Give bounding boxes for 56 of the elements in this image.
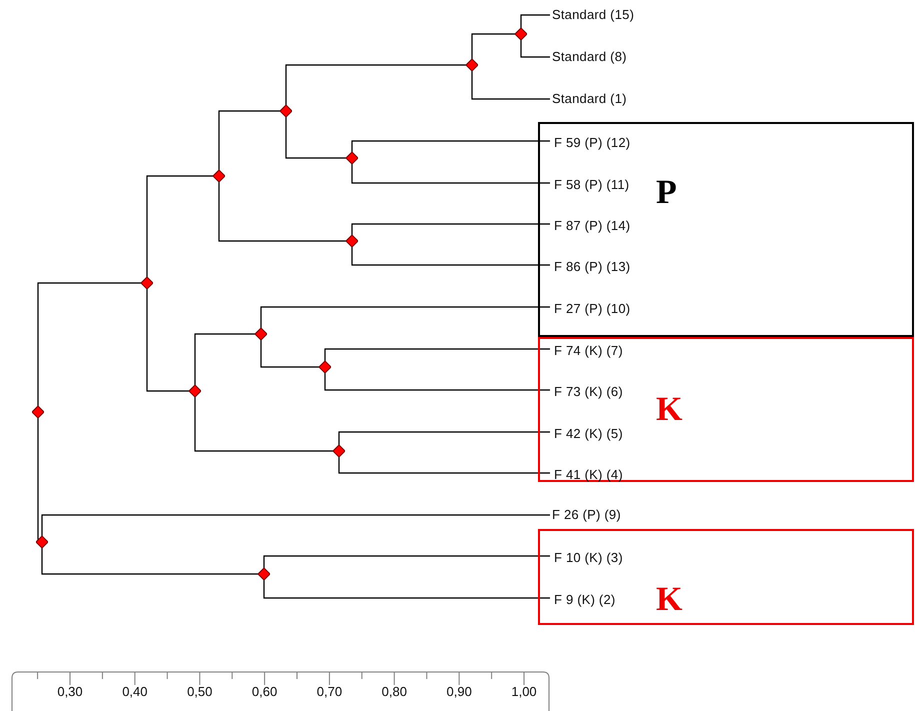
sample-label: F 58 (P) (11) xyxy=(554,177,630,193)
dendrogram-branch xyxy=(41,514,550,536)
dendrogram-branch xyxy=(218,110,280,170)
dendrogram-branch xyxy=(324,348,550,361)
dendrogram-branch xyxy=(285,64,466,105)
sample-label: Standard (8) xyxy=(552,49,627,65)
dendrogram-branch xyxy=(338,457,550,474)
sample-label: F 27 (P) (10) xyxy=(554,301,630,317)
dendrogram-branch xyxy=(194,397,333,452)
dendrogram-branch xyxy=(324,373,550,391)
sample-label: Standard (15) xyxy=(552,7,634,23)
axis-tick-label: 0,30 xyxy=(57,684,83,700)
sample-label: F 86 (P) (13) xyxy=(554,259,630,275)
dendrogram-branch xyxy=(351,247,550,266)
dendrogram-branch xyxy=(260,306,550,328)
sample-label: F 26 (P) (9) xyxy=(552,507,621,523)
dendrogram-branch xyxy=(338,431,550,445)
axis-tick-label: 0,70 xyxy=(316,684,342,700)
sample-label: F 9 (K) (2) xyxy=(554,592,616,608)
dendrogram-branch xyxy=(351,140,550,152)
group-letter: K xyxy=(656,393,682,427)
dendrogram-branch xyxy=(146,289,189,392)
group-frame xyxy=(538,122,914,337)
axis-tick-label: 0,40 xyxy=(122,684,148,700)
dendrogram-branch xyxy=(471,33,515,59)
dendrogram-branch xyxy=(520,40,550,58)
dendrogram-branch xyxy=(285,117,346,159)
group-letter: P xyxy=(656,176,677,210)
dendrogram-branch xyxy=(41,548,258,575)
group-letter: K xyxy=(656,583,682,617)
axis-tick-label: 0,50 xyxy=(187,684,212,700)
sample-label: F 10 (K) (3) xyxy=(554,550,623,566)
dendrogram-branch xyxy=(37,282,141,406)
sample-label: F 41 (K) (4) xyxy=(554,467,623,483)
group-frame xyxy=(538,529,914,625)
sample-label: F 73 (K) (6) xyxy=(554,384,623,400)
axis-tick-label: 1,00 xyxy=(511,684,537,700)
sample-label: F 87 (P) (14) xyxy=(554,218,630,234)
sample-label: F 42 (K) (5) xyxy=(554,426,623,442)
dendrogram-branch xyxy=(351,223,550,235)
sample-label: Standard (1) xyxy=(552,91,627,107)
axis-tick-label: 0,90 xyxy=(446,684,472,700)
dendrogram-branch xyxy=(218,182,346,242)
dendrogram-branch xyxy=(146,175,213,277)
sample-label: F 59 (P) (12) xyxy=(554,135,630,151)
axis-tick-label: 0,80 xyxy=(382,684,407,700)
sample-label: F 74 (K) (7) xyxy=(554,343,623,359)
dendrogram-branch xyxy=(520,14,550,28)
dendrogram-branch xyxy=(263,555,550,568)
dendrogram-branch xyxy=(194,333,255,385)
dendrogram-branch xyxy=(351,164,550,184)
axis-tick-label: 0,60 xyxy=(252,684,278,700)
group-frame xyxy=(538,337,914,482)
dendrogram-branch xyxy=(263,580,550,599)
dendrogram-branch xyxy=(260,340,319,368)
dendrogram-branch xyxy=(471,71,550,100)
